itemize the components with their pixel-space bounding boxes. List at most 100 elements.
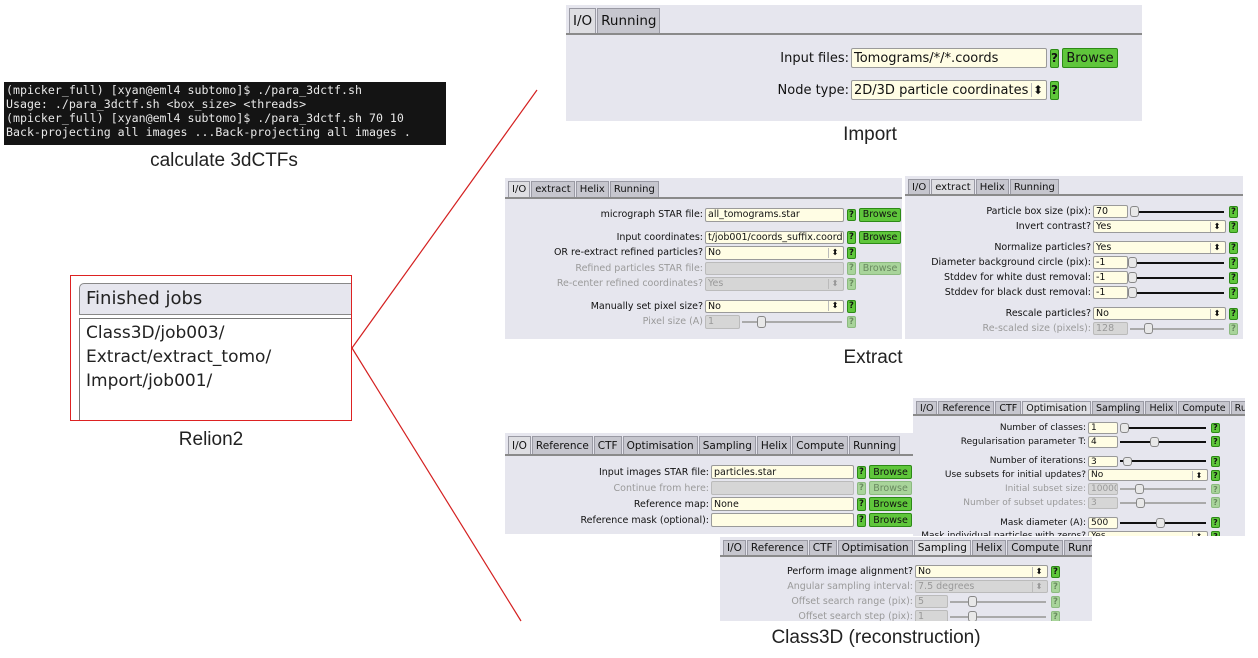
value-input-stddev-for-black-dust-removal[interactable]: -1 (1093, 286, 1128, 299)
help-button[interactable]: ? (1229, 220, 1238, 233)
tab-reference[interactable]: Reference (531, 436, 593, 454)
tab-running[interactable]: Running (849, 436, 901, 454)
help-button[interactable]: ? (1211, 517, 1220, 529)
value-input-particle-box-size-pix[interactable]: 70 (1093, 205, 1128, 218)
help-button[interactable]: ? (1229, 307, 1238, 320)
tab-compute[interactable]: Compute (1007, 540, 1064, 555)
tab-reference[interactable]: Reference (746, 540, 808, 555)
help-button[interactable]: ? (1229, 271, 1238, 284)
value-reference-map[interactable]: None (711, 497, 854, 511)
tab-ctf[interactable]: CTF (808, 540, 837, 555)
tab-i-o[interactable]: I/O (508, 436, 531, 454)
tab-running[interactable]: Running (597, 8, 661, 33)
browse-button[interactable]: Browse (869, 465, 912, 479)
select-field-normalize-particles[interactable]: Yes⬍ (1093, 241, 1226, 254)
value-input-number-of-classes[interactable]: 1 (1088, 422, 1118, 434)
slider-field-stddev-for-black-dust-removal[interactable]: -1 (1093, 286, 1226, 299)
help-button[interactable]: ? (847, 246, 856, 259)
value-invert-contrast[interactable]: Yes⬍ (1093, 220, 1226, 233)
browse-button[interactable]: Browse (869, 513, 912, 527)
value-mask-individual-particles-with-zeros[interactable]: Yes⬍ (1088, 530, 1208, 536)
help-button[interactable]: ? (857, 465, 866, 479)
tab-running[interactable]: Running (609, 181, 659, 197)
text-field-input-coordinates[interactable]: t/job001/coords_suffix.coords (705, 230, 844, 244)
help-button[interactable]: ? (1211, 436, 1220, 448)
help-button[interactable]: ? (1051, 565, 1060, 578)
slider-thumb[interactable] (1129, 206, 1139, 217)
value-input-files[interactable]: Tomograms/*/*.coords (851, 48, 1047, 68)
tab-helix[interactable]: Helix (1145, 401, 1178, 414)
select-field-invert-contrast[interactable]: Yes⬍ (1093, 220, 1226, 233)
select-field-or-re-extract-refined-particles[interactable]: No⬍ (705, 246, 844, 260)
browse-button[interactable]: Browse (859, 230, 901, 244)
tab-optimisation[interactable]: Optimisation (622, 436, 698, 454)
tab-extract[interactable]: extract (531, 181, 575, 197)
select-field-rescale-particles[interactable]: No⬍ (1093, 307, 1226, 320)
value-use-subsets-for-initial-updates[interactable]: No⬍ (1088, 469, 1208, 482)
value-perform-image-alignment[interactable]: No⬍ (915, 565, 1048, 578)
finished-jobs-list[interactable]: Class3D/job003/ Extract/extract_tomo/ Im… (79, 318, 351, 420)
help-button[interactable]: ? (1229, 241, 1238, 254)
tab-ctf[interactable]: CTF (995, 401, 1022, 414)
help-button[interactable]: ? (857, 497, 866, 511)
tab-i-o[interactable]: I/O (908, 179, 931, 194)
value-input-diameter-background-circle-pix[interactable]: -1 (1093, 256, 1128, 269)
slider-number-of-classes[interactable] (1118, 422, 1208, 434)
slider-thumb[interactable] (1128, 287, 1137, 298)
value-normalize-particles[interactable]: Yes⬍ (1093, 241, 1226, 254)
select-field-manually-set-pixel-size[interactable]: No⬍ (705, 299, 844, 313)
slider-mask-diameter-a[interactable] (1118, 517, 1208, 529)
tab-i-o[interactable]: I/O (508, 181, 531, 197)
help-button[interactable]: ? (1211, 422, 1220, 434)
tab-i-o[interactable]: I/O (723, 540, 746, 555)
value-input-images-star-file[interactable]: particles.star (711, 465, 854, 479)
help-button[interactable]: ? (847, 300, 856, 313)
tab-running[interactable]: Running (1009, 179, 1059, 194)
slider-particle-box-size-pix[interactable] (1128, 205, 1226, 218)
value-input-number-of-iterations[interactable]: 3 (1088, 455, 1118, 468)
slider-stddev-for-black-dust-removal[interactable] (1128, 286, 1226, 299)
tab-sampling[interactable]: Sampling (1091, 401, 1145, 414)
help-button[interactable]: ? (847, 208, 856, 221)
text-field-input-images-star-file[interactable]: particles.star (711, 465, 854, 479)
slider-thumb[interactable] (1149, 436, 1159, 447)
slider-thumb[interactable] (1122, 456, 1132, 467)
browse-button[interactable]: Browse (859, 208, 901, 222)
tab-i-o[interactable]: I/O (916, 401, 938, 414)
job-item-extract[interactable]: Extract/extract_tomo/ (86, 347, 272, 367)
tab-running[interactable]: Running (1230, 401, 1245, 414)
job-item-class3d[interactable]: Class3D/job003/ (86, 323, 225, 343)
help-button[interactable]: ? (1211, 456, 1220, 467)
select-field-use-subsets-for-initial-updates[interactable]: No⬍ (1088, 469, 1208, 482)
text-field-micrograph-star-file[interactable]: all_tomograms.star (705, 208, 844, 222)
slider-thumb[interactable] (1128, 257, 1137, 268)
slider-thumb[interactable] (1128, 272, 1137, 283)
browse-button[interactable]: Browse (1062, 48, 1118, 68)
tab-running[interactable]: Running (1064, 540, 1092, 555)
help-button[interactable]: ? (1229, 256, 1238, 269)
tab-helix[interactable]: Helix (971, 540, 1007, 555)
help-button[interactable]: ? (1211, 469, 1220, 481)
tab-helix[interactable]: Helix (575, 181, 609, 197)
value-reference-mask-optional[interactable] (711, 513, 854, 527)
help-button[interactable]: ? (1211, 531, 1220, 536)
help-button[interactable]: ? (847, 231, 856, 244)
slider-field-mask-diameter-a[interactable]: 500 (1088, 516, 1208, 529)
browse-button[interactable]: Browse (869, 497, 912, 511)
tab-reference[interactable]: Reference (938, 401, 995, 414)
help-button[interactable]: ? (1229, 286, 1238, 299)
tab-helix[interactable]: Helix (756, 436, 792, 454)
value-manually-set-pixel-size[interactable]: No⬍ (705, 299, 844, 313)
slider-field-number-of-classes[interactable]: 1 (1088, 422, 1208, 434)
help-button[interactable]: ? (1050, 80, 1059, 100)
tab-compute[interactable]: Compute (792, 436, 849, 454)
tab-ctf[interactable]: CTF (593, 436, 622, 454)
tab-i-o[interactable]: I/O (569, 8, 597, 33)
slider-thumb[interactable] (1119, 423, 1129, 433)
value-input-stddev-for-white-dust-removal[interactable]: -1 (1093, 271, 1128, 284)
tab-compute[interactable]: Compute (1178, 401, 1230, 414)
text-field-reference-mask-optional[interactable] (711, 513, 854, 527)
tab-sampling[interactable]: Sampling (698, 436, 756, 454)
value-input-regularisation-parameter-t[interactable]: 4 (1088, 435, 1118, 448)
slider-stddev-for-white-dust-removal[interactable] (1128, 271, 1226, 284)
